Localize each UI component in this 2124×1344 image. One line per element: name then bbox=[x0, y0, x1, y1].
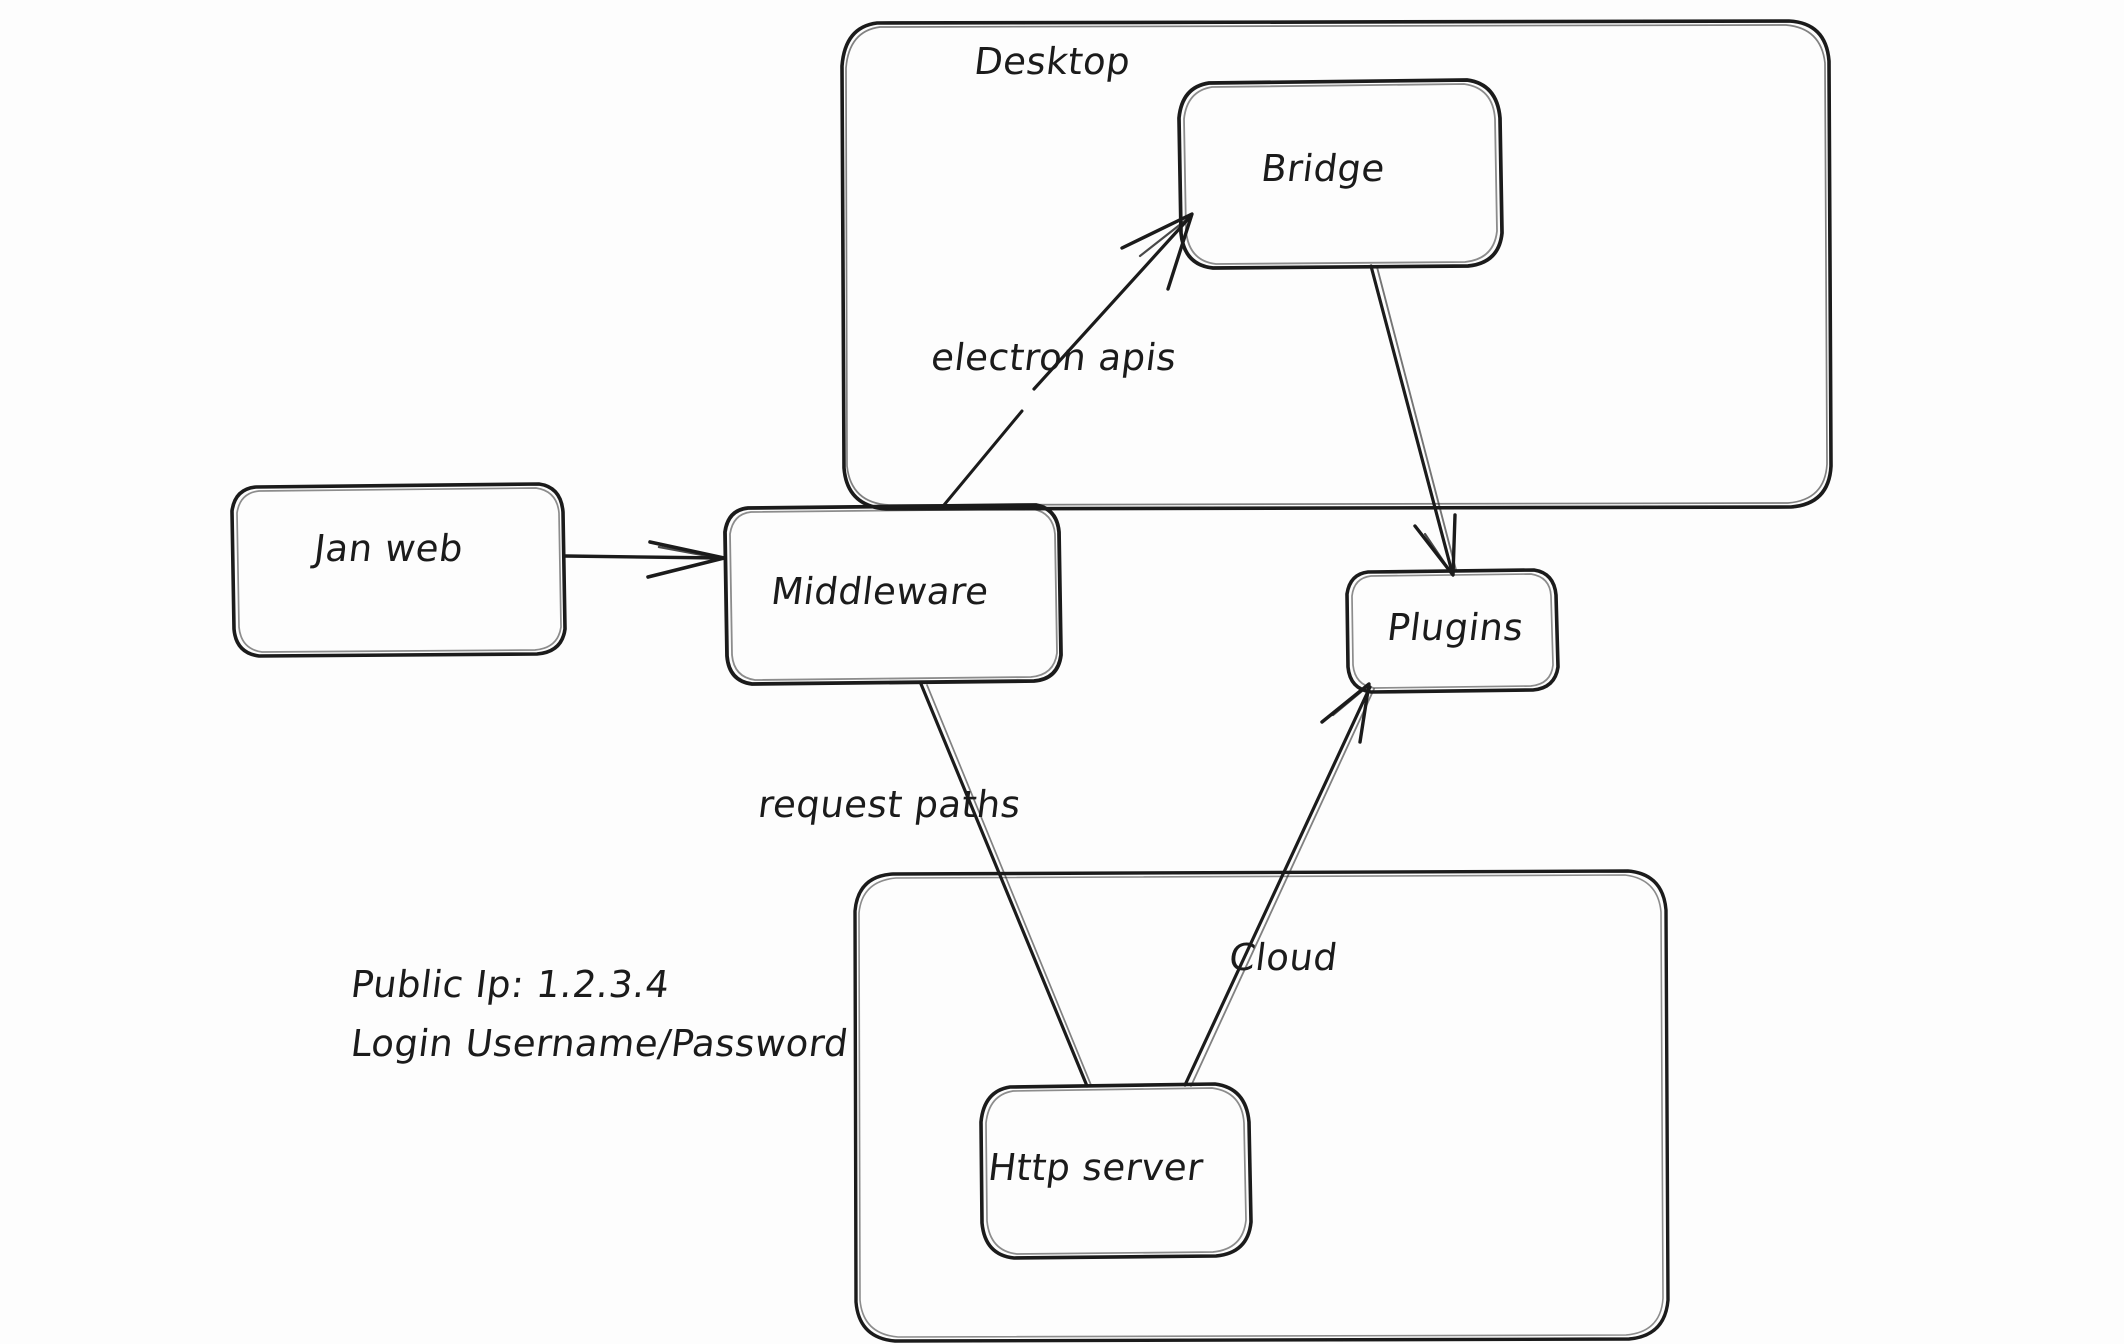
edge-http-server-to-plugins bbox=[1183, 682, 1375, 1087]
node-label-plugins: Plugins bbox=[1384, 606, 1527, 649]
edge-label-cloud: Cloud bbox=[1226, 936, 1341, 979]
node-bridge-outline bbox=[1177, 78, 1504, 270]
edge-label-electron-apis: electron apis bbox=[928, 336, 1180, 379]
group-label-desktop: Desktop bbox=[971, 40, 1134, 83]
note-login-credentials: Login Username/Password bbox=[348, 1022, 851, 1065]
edge-middleware-to-http-server bbox=[919, 682, 1092, 1088]
group-desktop-outline bbox=[840, 19, 1833, 511]
node-label-bridge: Bridge bbox=[1258, 147, 1388, 190]
node-middleware-outline bbox=[723, 503, 1063, 686]
node-plugins-outline bbox=[1345, 568, 1560, 694]
node-jan-web-outline bbox=[230, 482, 567, 658]
group-cloud-outline bbox=[853, 869, 1670, 1343]
edge-middleware-to-bridge bbox=[942, 212, 1194, 507]
node-label-middleware: Middleware bbox=[768, 570, 992, 613]
note-public-ip: Public Ip: 1.2.3.4 bbox=[348, 963, 673, 1006]
node-http-server-outline bbox=[979, 1082, 1253, 1260]
edge-jan-web-to-middleware bbox=[563, 540, 726, 579]
edge-label-request-paths: request paths bbox=[755, 783, 1024, 826]
node-label-jan-web: Jan web bbox=[311, 527, 466, 570]
node-label-http-server: Http server bbox=[985, 1146, 1206, 1189]
edge-bridge-to-plugins bbox=[1369, 264, 1457, 577]
